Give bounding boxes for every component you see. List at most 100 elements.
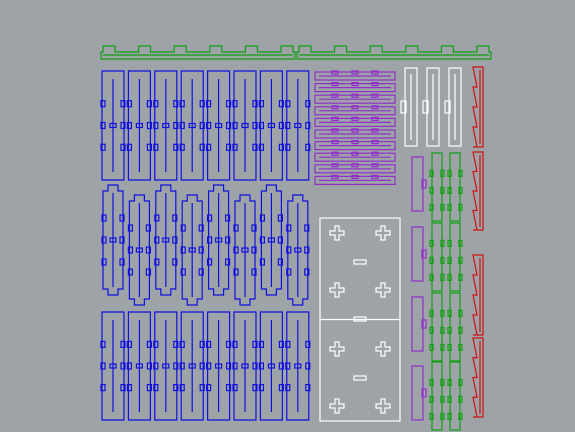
purple-slat-tab <box>371 105 379 110</box>
blue-panel-notch <box>277 214 283 222</box>
blue-panel <box>287 194 309 306</box>
blue-panel-notch <box>173 100 179 108</box>
blue-panel-notch <box>179 340 185 348</box>
white-board-cross <box>375 398 391 414</box>
blue-panel-notch <box>173 340 179 348</box>
green-peg-tab <box>429 378 434 386</box>
blue-panel-slot <box>109 363 117 369</box>
purple-slat <box>314 117 396 128</box>
blue-panel-notch <box>277 236 283 244</box>
white-board-cross <box>329 282 345 298</box>
blue-panel-notch <box>226 340 232 348</box>
blue-panel-notch <box>286 246 292 254</box>
blue-panel-notch <box>173 121 179 130</box>
green-rail <box>296 45 492 60</box>
blue-panel-notch <box>199 143 205 151</box>
purple-slat-tab <box>351 93 359 98</box>
blue-panel-notch <box>146 384 152 392</box>
blue-panel <box>260 184 282 296</box>
green-peg-tab <box>440 239 445 247</box>
blue-panel-notch <box>286 224 292 232</box>
green-peg-tab <box>440 256 445 264</box>
blue-panel <box>154 70 178 181</box>
blue-panel-notch <box>233 224 239 232</box>
blue-panel-notch <box>100 340 106 348</box>
purple-slats-group <box>314 70 396 185</box>
blue-panel-notch <box>179 100 185 108</box>
blue-panel-slot <box>188 122 196 129</box>
blue-panel-notch <box>146 121 152 130</box>
blue-panel-notch <box>126 340 133 348</box>
blue-panel-notch <box>126 362 133 370</box>
blue-panel-notch <box>145 268 151 276</box>
blue-panel-notch <box>226 362 232 370</box>
blue-panel <box>101 70 125 181</box>
blue-panel <box>102 184 124 296</box>
blue-panel <box>127 311 151 421</box>
blue-panel-notch <box>225 236 231 244</box>
blue-panel-notch <box>226 121 232 130</box>
blue-panel-notch <box>251 268 257 276</box>
purple-slat <box>314 164 396 174</box>
white-slats-group <box>400 67 462 147</box>
purple-slat-tab <box>331 105 339 110</box>
blue-panel-notch <box>226 384 232 392</box>
green-peg-tab <box>429 412 434 420</box>
blue-panel-notch <box>199 121 205 130</box>
blue-panel-notch <box>258 143 264 151</box>
blue-panel-notch <box>278 121 284 130</box>
blue-panel-notch <box>252 143 258 151</box>
purple-slat-tab <box>371 93 379 98</box>
blue-panel <box>208 184 230 296</box>
white-board-slot <box>353 259 367 265</box>
blue-panel-notch <box>120 340 126 348</box>
blue-panel-notch <box>126 121 133 130</box>
blue-panel-notch <box>101 258 107 266</box>
blue-panel-notch <box>304 224 310 232</box>
blue-panel-notch <box>285 100 291 108</box>
white-slat <box>448 67 462 147</box>
blue-panel-notch <box>153 384 159 392</box>
purple-slat <box>314 175 396 185</box>
blue-panel-notch <box>179 143 185 151</box>
blue-panel-notch <box>232 143 238 151</box>
blue-panel-notch <box>180 246 186 254</box>
blue-panel-notch <box>120 362 126 370</box>
green-peg-tab <box>458 239 463 247</box>
blue-panel-slot <box>241 363 249 369</box>
blue-panel <box>101 311 125 421</box>
blue-panel-notch <box>154 214 160 222</box>
blue-panel-slot <box>267 237 275 243</box>
blue-panel-notch <box>101 214 107 222</box>
blue-panel <box>233 70 257 181</box>
green-peg-tab <box>447 309 452 317</box>
blue-panel-notch <box>233 246 239 254</box>
blue-panel-notch <box>146 143 152 151</box>
blue-panel <box>181 194 203 306</box>
green-peg-tab <box>429 169 434 177</box>
white-slat <box>426 67 440 147</box>
green-peg-tab <box>440 343 445 351</box>
purple-peg <box>411 296 424 352</box>
purple-slat <box>314 152 396 162</box>
purple-pegs-group <box>411 156 427 421</box>
green-peg-tab <box>447 343 452 351</box>
blue-panel-notch <box>252 100 258 108</box>
green-peg-tab <box>429 256 434 264</box>
green-rail <box>100 45 296 60</box>
blue-panel <box>259 70 283 181</box>
blue-panel-slot <box>188 247 196 253</box>
blue-panel-notch <box>285 340 291 348</box>
blue-panel-notch <box>278 384 284 392</box>
purple-peg-tab <box>421 319 427 329</box>
green-peg-tab <box>440 326 445 334</box>
green-peg-tab <box>447 395 452 403</box>
purple-slat-tab <box>331 128 339 133</box>
white-board-cross <box>375 282 391 298</box>
blue-panel-notch <box>305 143 311 151</box>
blue-panel-notch <box>100 384 106 392</box>
purple-slat-tab <box>371 128 379 133</box>
green-peg-tab <box>429 239 434 247</box>
